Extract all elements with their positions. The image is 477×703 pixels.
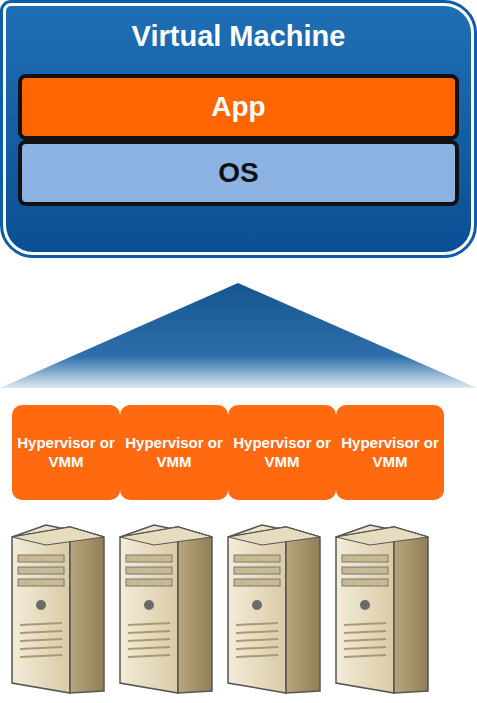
box-label: App [211, 91, 265, 123]
server-icon [120, 525, 212, 693]
box-label: Hypervisor or VMM [232, 434, 332, 472]
box-label: Hypervisor or VMM [16, 434, 116, 472]
server-icon [336, 525, 428, 693]
server-icon [228, 525, 320, 693]
box-label: OS [218, 157, 258, 189]
hypervisor-box: Hypervisor or VMM [228, 405, 336, 500]
box-label: Hypervisor or VMM [340, 434, 440, 472]
hypervisor-box: Hypervisor or VMM [120, 405, 228, 500]
expansion-triangle [0, 283, 477, 388]
os-layer: OS [18, 140, 459, 206]
hypervisor-box: Hypervisor or VMM [12, 405, 120, 500]
app-layer: App [18, 74, 459, 140]
box-label: Hypervisor or VMM [124, 434, 224, 472]
hypervisor-box: Hypervisor or VMM [336, 405, 444, 500]
vm-box: Virtual MachineAppOS [3, 3, 474, 255]
box-title: Virtual Machine [6, 6, 471, 53]
server-icon [12, 525, 104, 693]
